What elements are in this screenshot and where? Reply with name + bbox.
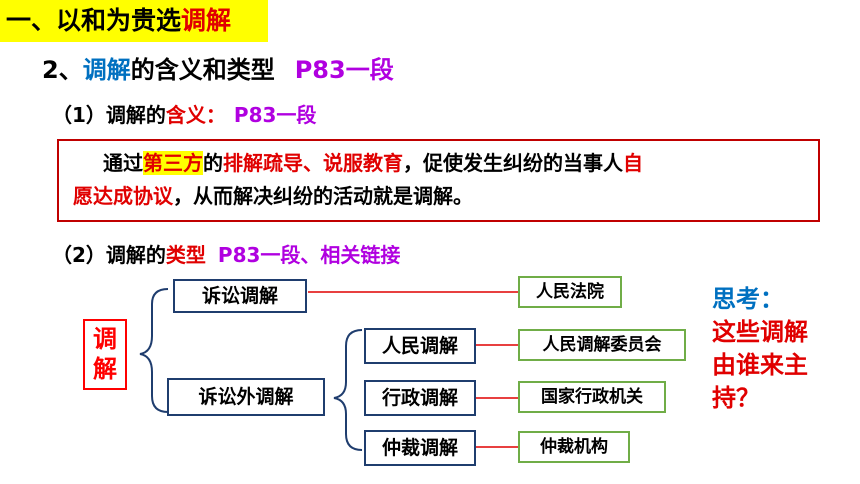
think-line: 这些调解 [712, 318, 808, 346]
subheading-meaning: （1）调解的含义： P83一段 [52, 100, 316, 130]
definition-term-third-party: 第三方 [143, 151, 203, 175]
think-line: 持？ [712, 384, 760, 412]
sub1-label: （1）调解的 [52, 103, 166, 127]
sub2-page-ref: P83一段、相关链接 [217, 243, 401, 267]
sub2-term: 类型 [165, 243, 206, 267]
sub2-label: （2）调解的 [52, 243, 166, 267]
definition-term-voluntary: 自 [623, 151, 643, 175]
sub1-term: 含义 [165, 103, 206, 127]
people-mediation-committee-box: 人民调解委员会 [518, 329, 686, 361]
section-page-ref: P83一段 [294, 56, 394, 84]
definition-text: 的 [203, 151, 223, 175]
section-term: 调解 [82, 56, 131, 84]
definition-text: ，从而解决纠纷的活动就是调解。 [173, 184, 473, 208]
title-prefix: 一、以和为贵选 [6, 6, 182, 35]
administrative-organ-box: 国家行政机关 [518, 381, 666, 413]
arbitration-institution-box: 仲裁机构 [518, 431, 630, 463]
administrative-mediation-box: 行政调解 [364, 380, 476, 416]
root-char-2: 解 [93, 355, 117, 383]
slide-title: 一、以和为贵选调解 [0, 0, 268, 42]
litigation-mediation-box: 诉讼调解 [173, 279, 307, 313]
think-label: 思考： [712, 285, 784, 313]
title-highlight: 调解 [181, 6, 232, 35]
think-line: 由谁来主 [712, 351, 808, 379]
brace-sub [333, 329, 363, 451]
definition-text: ，促使发生纠纷的当事人 [403, 151, 623, 175]
mediation-root-box: 调解 [83, 319, 127, 390]
definition-term-methods: 排解疏导、说服教育 [223, 151, 403, 175]
sub1-colon: ： [205, 103, 226, 127]
think-question: 思考： 这些调解 由谁来主 持？ [712, 283, 842, 415]
people-mediation-box: 人民调解 [364, 328, 476, 364]
section-rest: 的含义和类型 [130, 56, 275, 84]
people-court-box: 人民法院 [518, 276, 622, 308]
subheading-types: （2）调解的类型 P83一段、相关链接 [52, 240, 400, 270]
arbitration-mediation-box: 仲裁调解 [364, 430, 476, 466]
definition-line-1: 通过第三方的排解疏导、说服教育，促使发生纠纷的当事人自 [73, 147, 808, 180]
non-litigation-mediation-box: 诉讼外调解 [167, 378, 325, 416]
section-heading: 2、调解的含义和类型 P83一段 [42, 50, 394, 90]
definition-line-2: 愿达成协议，从而解决纠纷的活动就是调解。 [73, 180, 808, 213]
definition-box: 通过第三方的排解疏导、说服教育，促使发生纠纷的当事人自 愿达成协议，从而解决纠纷… [57, 139, 820, 222]
definition-text: 通过 [103, 151, 143, 175]
definition-term-agreement: 愿达成协议 [73, 184, 173, 208]
section-number: 2、 [42, 56, 83, 84]
brace-main [139, 288, 169, 413]
root-char-1: 调 [93, 325, 117, 353]
sub1-page-ref: P83一段 [233, 103, 317, 127]
